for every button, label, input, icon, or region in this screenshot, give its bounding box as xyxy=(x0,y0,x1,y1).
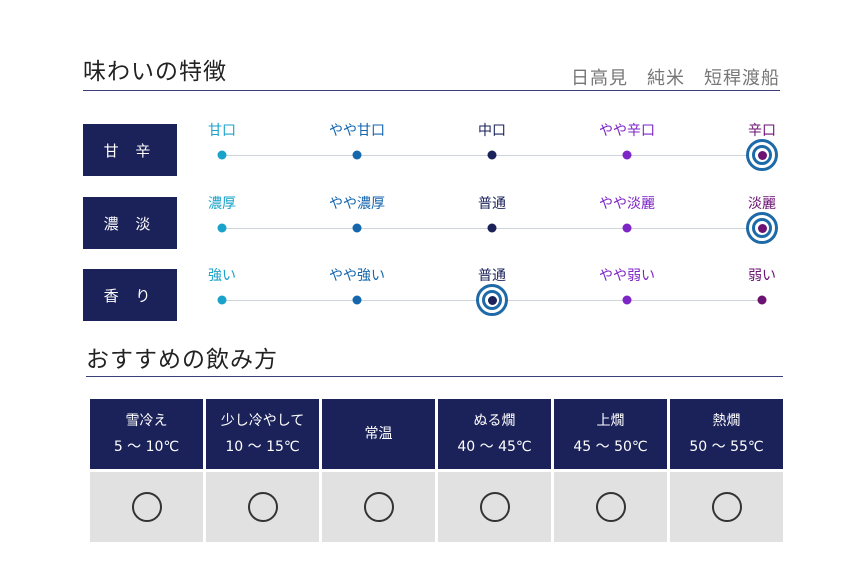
drinking-section-title: おすすめの飲み方 xyxy=(86,347,278,373)
temp-range: 10 ～ 15℃ xyxy=(225,439,300,455)
temp-name: 上燗 xyxy=(596,413,625,429)
scale-label-kaori-4: 弱い xyxy=(748,268,776,284)
scale-label-notan-0: 濃厚 xyxy=(208,196,236,212)
recommend-circle-icon xyxy=(711,492,742,522)
scale-label-kaori-2: 普通 xyxy=(478,268,506,284)
temp-header-4: 上燗 45 ～ 50℃ xyxy=(554,399,667,469)
scale-label-amakara-0: 甘口 xyxy=(208,123,236,139)
temp-cell-2 xyxy=(322,472,435,542)
temp-range: 5 ～ 10℃ xyxy=(113,439,180,455)
scale-label-amakara-3: やや辛口 xyxy=(599,123,655,139)
badge-notan: 濃 淡 xyxy=(83,197,177,249)
recommend-circle-icon xyxy=(595,492,626,522)
product-name: 日高見 純米 短稈渡船 xyxy=(571,68,780,89)
temp-header-0: 雪冷え 5 ～ 10℃ xyxy=(90,399,203,469)
scale-label-notan-2: 普通 xyxy=(478,196,506,212)
scale-label-kaori-3: やや弱い xyxy=(599,268,655,284)
recommend-circle-icon xyxy=(363,492,394,522)
temp-cell-3 xyxy=(438,472,551,542)
scale-label-amakara-1: やや甘口 xyxy=(329,123,385,139)
scale-label-kaori-0: 強い xyxy=(208,268,236,284)
temp-header-1: 少し冷やして 10 ～ 15℃ xyxy=(206,399,319,469)
temp-cell-4 xyxy=(554,472,667,542)
badge-kaori: 香 り xyxy=(83,269,177,321)
temp-header-3: ぬる燗 40 ～ 45℃ xyxy=(438,399,551,469)
scale-dot-notan-0 xyxy=(217,223,227,233)
scale-dot-kaori-0 xyxy=(217,295,227,305)
scale-dot-notan-2 xyxy=(487,223,497,233)
temp-name: 熱燗 xyxy=(712,413,741,429)
taste-section-title: 味わいの特徴 xyxy=(83,59,227,85)
recommend-circle-icon xyxy=(131,492,162,522)
scale-dot-kaori-1 xyxy=(352,295,362,305)
scale-label-notan-4: 淡麗 xyxy=(748,196,776,212)
scale-label-notan-3: やや淡麗 xyxy=(599,196,655,212)
scale-dot-notan-1 xyxy=(352,223,362,233)
temp-name: 常温 xyxy=(364,426,393,442)
scale-label-amakara-2: 中口 xyxy=(478,123,506,139)
selected-marker-kaori xyxy=(476,284,508,316)
scale-dot-notan-3 xyxy=(622,223,632,233)
taste-divider xyxy=(83,90,780,91)
scale-dot-kaori-3 xyxy=(622,295,632,305)
drinking-divider xyxy=(86,376,783,377)
recommend-circle-icon xyxy=(479,492,510,522)
temp-header-2: 常温 xyxy=(322,399,435,469)
selected-marker-notan xyxy=(746,212,778,244)
temp-cell-0 xyxy=(90,472,203,542)
temp-header-5: 熱燗 50 ～ 55℃ xyxy=(670,399,783,469)
selected-marker-amakara xyxy=(746,139,778,171)
scale-dot-amakara-0 xyxy=(217,150,227,160)
scale-dot-amakara-3 xyxy=(622,150,632,160)
temp-cell-1 xyxy=(206,472,319,542)
temp-name: ぬる燗 xyxy=(473,413,516,429)
temp-range: 50 ～ 55℃ xyxy=(689,439,764,455)
scale-dot-amakara-1 xyxy=(352,150,362,160)
scale-label-notan-1: やや濃厚 xyxy=(329,196,385,212)
temp-range: 45 ～ 50℃ xyxy=(573,439,648,455)
temp-name: 少し冷やして xyxy=(220,413,305,429)
temp-cell-5 xyxy=(670,472,783,542)
badge-amakara: 甘 辛 xyxy=(83,124,177,176)
temp-range: 40 ～ 45℃ xyxy=(457,439,532,455)
scale-label-amakara-4: 辛口 xyxy=(748,123,776,139)
temp-name: 雪冷え xyxy=(125,413,168,429)
scale-dot-amakara-2 xyxy=(487,150,497,160)
recommend-circle-icon xyxy=(247,492,278,522)
scale-dot-kaori-4 xyxy=(757,295,767,305)
scale-label-kaori-1: やや強い xyxy=(329,268,385,284)
